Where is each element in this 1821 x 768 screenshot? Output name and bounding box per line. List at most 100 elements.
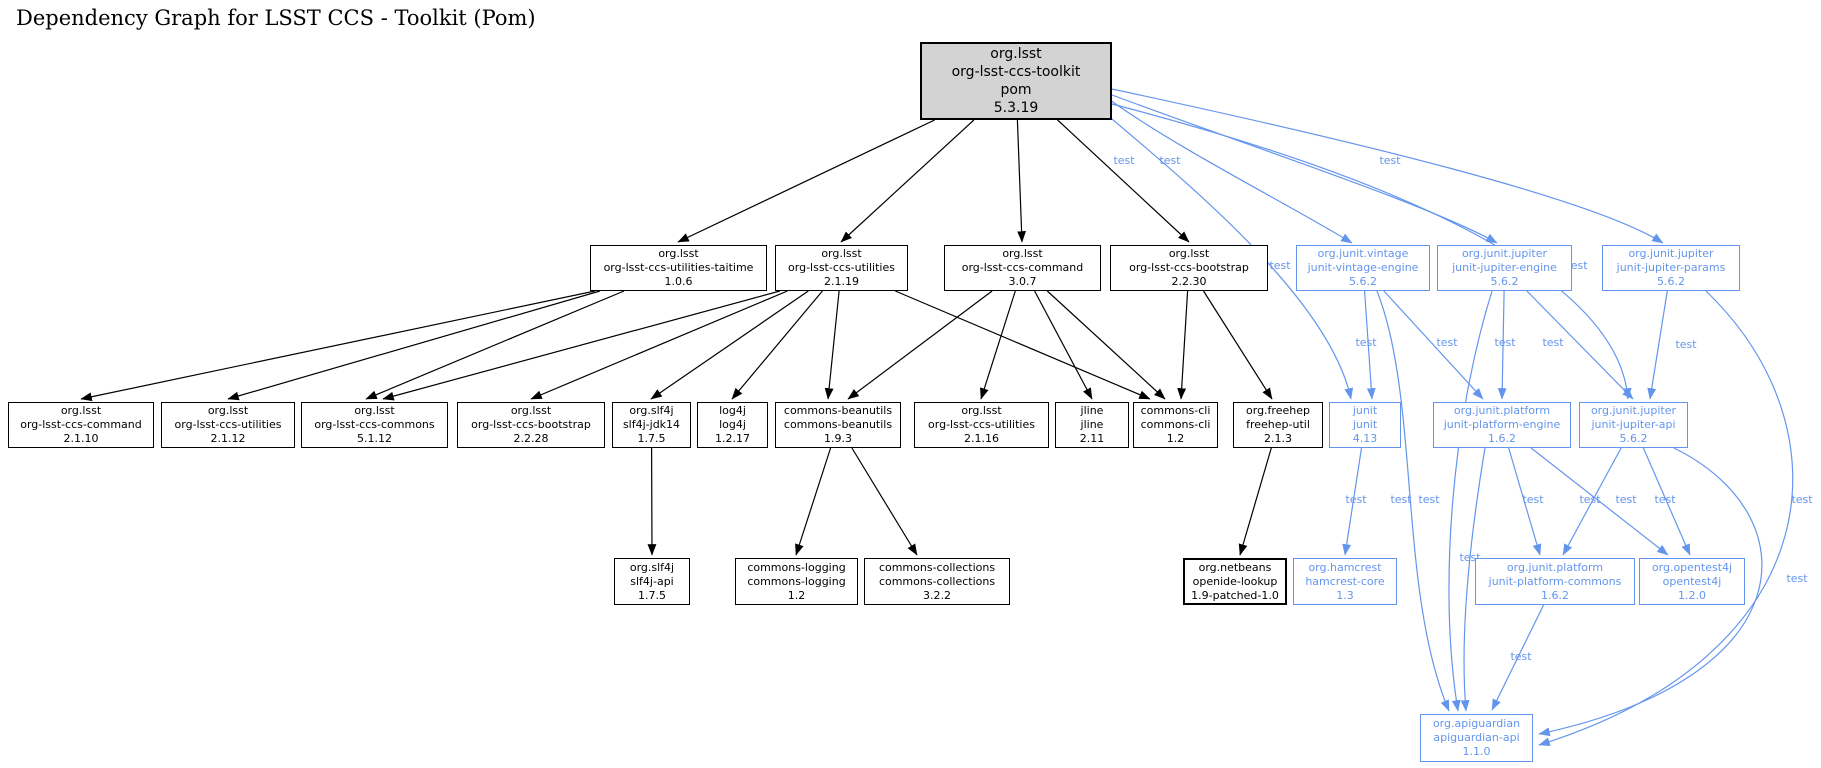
node-utilities2116-artifact: org-lsst-ccs-utilities <box>928 418 1035 431</box>
node-slf4japi-version: 1.7.5 <box>638 588 666 602</box>
node-jline-group: jline <box>1080 404 1104 417</box>
node-openide-group: org.netbeans <box>1198 560 1272 574</box>
node-commonscli-group: commons-cli <box>1140 404 1211 417</box>
node-openide-artifact: openide-lookup <box>1192 574 1278 588</box>
edge-taitime-commons5112 <box>365 290 625 400</box>
node-command2110-group: org.lsst <box>60 404 102 417</box>
node-utilities219-version: 2.1.19 <box>824 275 859 288</box>
node-slf4jjdk14-version: 1.7.5 <box>637 432 666 445</box>
node-platformcommons-artifact: junit-platform-commons <box>1488 574 1622 588</box>
edge-label-toolkit-jupiterparams: test <box>1379 154 1401 167</box>
node-opentest4j-group: org.opentest4j <box>1651 560 1733 574</box>
edge-beanutils-commonscollections <box>851 447 918 556</box>
edge-jupiterengine-platformengine <box>1497 290 1507 400</box>
node-command307-artifact: org-lsst-ccs-command <box>961 261 1084 274</box>
node-utilities2116-version: 2.1.16 <box>964 432 999 445</box>
node-jupiterparams-group: org.junit.jupiter <box>1628 247 1714 260</box>
node-platformcommons-version: 1.6.2 <box>1541 588 1569 602</box>
node-hamcrest-artifact: hamcrest-core <box>1305 574 1385 588</box>
edge-taitime-utilities2112 <box>227 290 601 401</box>
edge-jupiterapi-opentest4j <box>1642 447 1691 556</box>
edge-freehep-openide <box>1238 447 1272 556</box>
edge-utilities219-commonscli <box>895 290 1151 400</box>
edge-toolkit-utilities219 <box>840 119 975 243</box>
node-hamcrest-group: org.hamcrest <box>1308 560 1382 574</box>
node-commonscollections-version: 3.2.2 <box>923 588 951 602</box>
node-jupiterengine-artifact: junit-jupiter-engine <box>1452 261 1557 274</box>
node-log4j-version: 1.2.17 <box>715 432 750 445</box>
node-bootstrap2228-artifact: org-lsst-ccs-bootstrap <box>471 418 591 431</box>
edge-utilities219-beanutils <box>824 290 840 400</box>
edge-toolkit-jupiterparams <box>1111 88 1664 244</box>
node-slf4japi-group: org.slf4j <box>629 560 675 574</box>
edge-label-vintage-junit: test <box>1355 336 1377 349</box>
node-jupiterapi-version: 5.6.2 <box>1619 432 1648 445</box>
node-jline-artifact: jline <box>1080 418 1104 431</box>
node-slf4japi-artifact: slf4j-api <box>630 574 674 588</box>
edge-vintage-junit <box>1364 290 1376 400</box>
edge-utilities219-commons5112 <box>382 290 781 401</box>
edge-jupiterparams-apiguardian <box>1538 290 1794 747</box>
edge-toolkit-command307 <box>1016 119 1027 243</box>
node-freehep-version: 2.1.3 <box>1264 432 1292 445</box>
edge-label-vintage-platformengine: test <box>1436 336 1458 349</box>
node-log4j-group: log4j <box>719 404 746 417</box>
node-junit-version: 4.13 <box>1352 432 1378 445</box>
node-commonscli-artifact: commons-cli <box>1140 418 1211 431</box>
node-vintage-group: org.junit.vintage <box>1317 247 1409 260</box>
edge-bootstrap2230-freehep <box>1202 290 1273 400</box>
edge-toolkit-jupiterengine <box>1111 94 1498 244</box>
edge-junit-hamcrest <box>1342 447 1363 556</box>
edge-taitime-command2110 <box>80 290 596 402</box>
edge-label-vintage-apiguardian: test <box>1390 493 1412 506</box>
node-toolkit-version: 5.3.19 <box>993 100 1039 116</box>
node-utilities2112-artifact: org-lsst-ccs-utilities <box>174 418 282 431</box>
node-jupiterparams-version: 5.6.2 <box>1657 275 1685 288</box>
edge-bootstrap2230-commonscli <box>1177 290 1189 400</box>
node-beanutils-group: commons-beanutils <box>783 404 893 417</box>
node-freehep-group: org.freehep <box>1246 404 1310 417</box>
node-utilities219-group: org.lsst <box>821 247 862 260</box>
edge-jupiterapi-platformcommons <box>1562 447 1622 556</box>
edge-label-platformengine-platformcommons: test <box>1522 493 1544 506</box>
node-taitime-group: org.lsst <box>658 247 699 260</box>
node-hamcrest-version: 1.3 <box>1336 588 1354 602</box>
node-opentest4j-artifact: opentest4j <box>1662 574 1722 588</box>
node-command307-version: 3.0.7 <box>1008 275 1037 288</box>
edge-command307-beanutils <box>847 290 993 400</box>
edge-label-jupiterengine-platformengine: test <box>1494 336 1516 349</box>
edge-label-jupiterapi-platformcommons: test <box>1615 493 1637 506</box>
node-taitime-artifact: org-lsst-ccs-utilities-taitime <box>603 261 754 274</box>
node-commonscollections-artifact: commons-collections <box>878 574 996 588</box>
node-bootstrap2230-group: org.lsst <box>1168 247 1210 260</box>
node-command2110-version: 2.1.10 <box>63 432 99 445</box>
node-toolkit-packaging: pom <box>1000 82 1032 98</box>
node-jupiterengine-version: 5.6.2 <box>1490 275 1519 288</box>
node-toolkit-artifact: org-lsst-ccs-toolkit <box>951 64 1081 80</box>
node-commonslogging-artifact: commons-logging <box>747 574 846 588</box>
node-platformcommons-group: org.junit.platform <box>1506 560 1604 574</box>
edge-label-jupiterparams-jupiterapi: test <box>1675 338 1697 351</box>
node-apiguardian-group: org.apiguardian <box>1432 717 1521 730</box>
node-bootstrap2228-version: 2.2.28 <box>513 432 549 445</box>
node-jupiterapi-artifact: junit-jupiter-api <box>1591 418 1676 431</box>
node-log4j-artifact: log4j <box>719 418 746 431</box>
node-bootstrap2228-group: org.lsst <box>510 404 552 417</box>
edge-label-jupiterapi-opentest4j: test <box>1654 493 1676 506</box>
